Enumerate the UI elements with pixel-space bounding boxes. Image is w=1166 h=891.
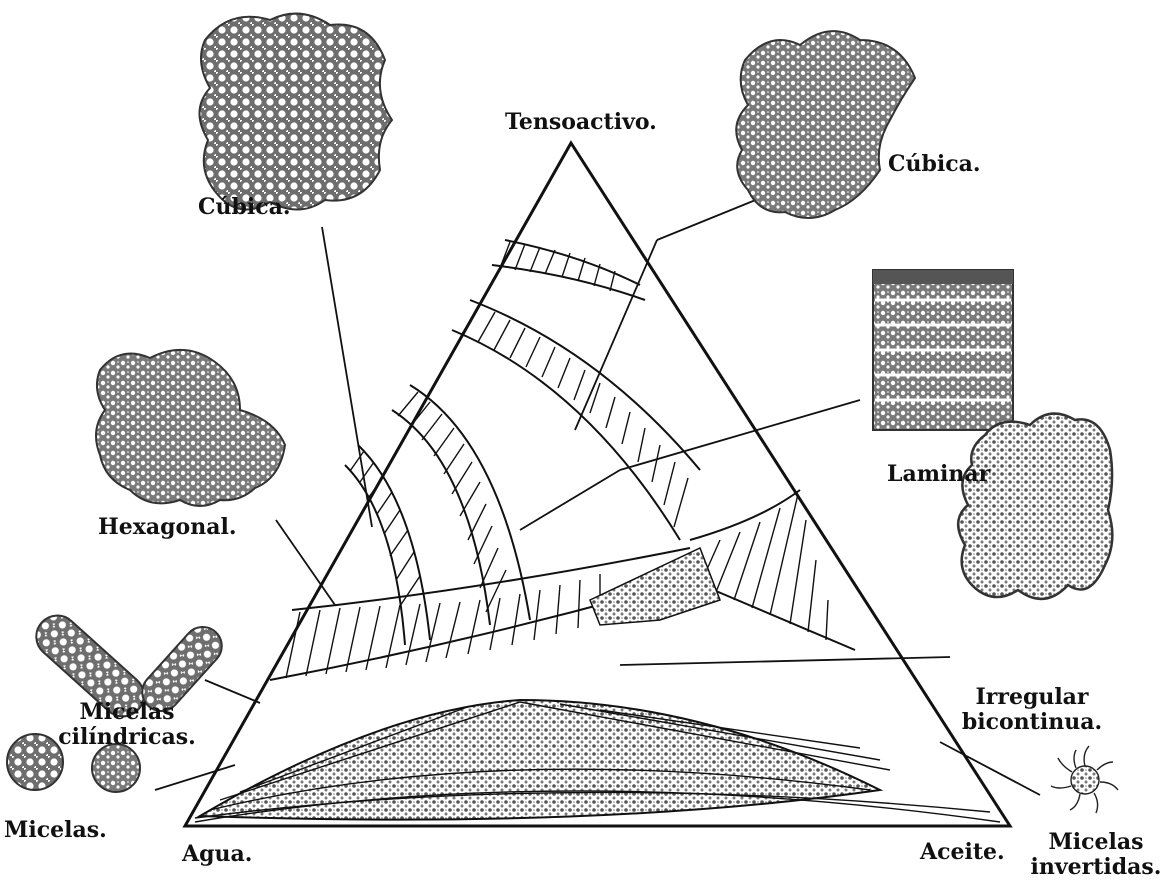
label-micelles: Micelas. [4,818,107,843]
label-hexagonal: Hexagonal. [98,515,236,540]
label-inverted-micelles: Micelas invertidas. [1028,830,1164,881]
vertex-label-surfactant: Tensoactivo. [505,110,657,135]
label-inverted-line2: invertidas. [1028,855,1164,880]
vertex-label-oil: Aceite. [920,840,1005,865]
hexagonal-structure [96,350,285,506]
label-irregular-line1: Irregular [952,685,1112,710]
cubic-structure-left [199,14,392,210]
hatch-strokes [286,242,828,678]
irregular-structure [958,414,1112,599]
label-irregular-bicontinuous: Irregular bicontinua. [952,685,1112,736]
label-irregular-line2: bicontinua. [952,710,1112,735]
bicontinuous-patch [590,548,720,625]
cubic-structure-right [736,31,915,218]
spherical-micelle-2 [92,744,140,792]
label-cylindrical-micelles: Micelas cilíndricas. [42,700,212,751]
label-cylindrical-line1: Micelas [42,700,212,725]
label-cubic-left: Cúbica. [198,195,291,220]
label-cylindrical-line2: cilíndricas. [42,725,212,750]
vertex-label-water: Agua. [182,842,252,867]
label-cubic-right: Cúbica. [888,152,981,177]
inverted-micelle [1051,746,1118,813]
microemulsion-lens [200,700,880,820]
label-inverted-line1: Micelas [1028,830,1164,855]
laminar-structure [873,270,1013,430]
label-laminar: Laminar [887,462,990,487]
